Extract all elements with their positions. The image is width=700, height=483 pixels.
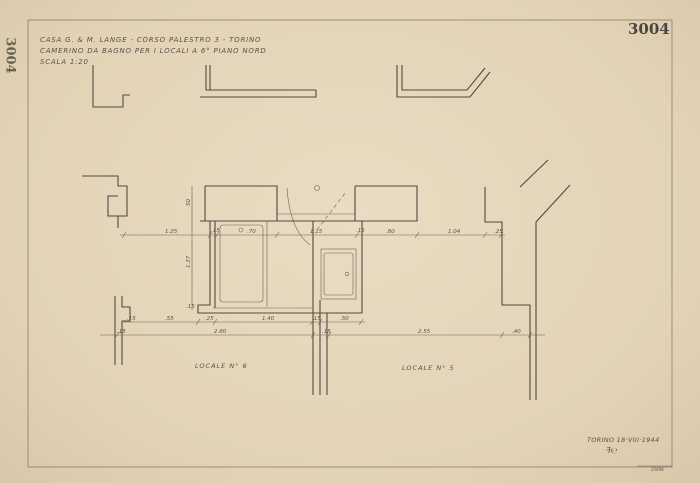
sheet-border [27,19,673,468]
dim-label: .15 [312,316,321,322]
left-stub-lower [114,296,131,365]
title-line-3: SCALA 1:20 [40,58,89,66]
dim-label: .15 [186,304,195,310]
dim-label: 2.55 [418,329,431,335]
title-line-1: CASA G. & M. LANGE - CORSO PALESTRO 3 - … [40,36,262,44]
dim-label: 1.40 [262,316,275,322]
dim-label: .25 [494,229,503,235]
dim-label: .50 [340,316,349,322]
dim-label: .80 [386,229,395,235]
archive-code: 23698 [651,467,664,472]
washbasin [320,248,357,300]
dim-label: .40 [512,329,521,335]
door-swing [277,187,355,246]
room-label-5: LOCALE N° 5 [402,364,455,372]
dim-label: .25 [205,316,214,322]
upper-cabinets [204,185,418,222]
dim-label: .15 [211,228,220,234]
dim-label: 1.04 [448,229,461,235]
dim-label: 50 [186,199,192,206]
room-label-6: LOCALE N° 6 [195,362,248,370]
left-stub-upper [82,175,128,228]
title-line-2: CAMERINO DA BAGNO PER I LOCALI A 6° PIAN… [40,47,267,55]
top-plan-left [92,65,130,108]
bathtub [219,224,264,303]
dim-label: .15 [127,316,136,322]
dim-label: .70 [247,229,256,235]
drain-circle [314,185,320,191]
dim-label: .15 [356,228,365,234]
bathtub-drain [238,227,244,233]
dim-label: .15 [117,329,126,335]
top-plan-middle [200,65,317,98]
partition-wall [312,221,328,395]
dim-label: .55 [165,316,174,322]
dim-label: 1.15 [310,229,323,235]
room-walls [197,220,363,314]
top-plan-right [396,65,491,98]
drawing-number: 3004 [628,20,670,38]
dim-label: 1.25 [165,229,178,235]
right-outline [484,159,571,400]
dim-label: 2.80 [214,329,227,335]
door-leaf [316,192,346,231]
place-date: TORINO 18·VIII·1944 [587,436,660,444]
signature-mark: ꟻ℮ [606,446,618,455]
dim-label: .15 [322,329,331,335]
dim-label: 1.37 [186,255,192,268]
